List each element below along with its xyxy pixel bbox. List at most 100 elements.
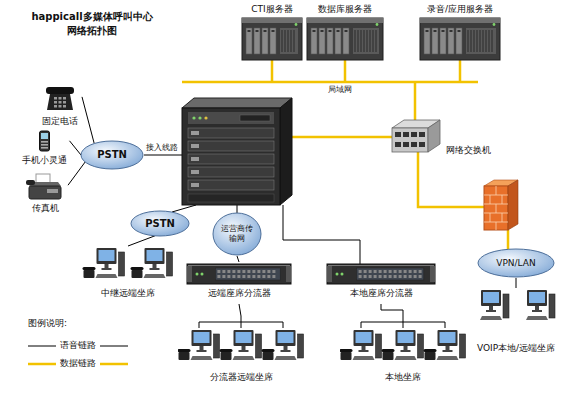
rack-icon-part (232, 270, 235, 273)
pcs-icon-part (398, 332, 414, 343)
server-icon-part (335, 28, 341, 54)
server-icon-part (376, 23, 379, 26)
server-icon-part (272, 30, 275, 32)
server-icon-part (373, 30, 374, 52)
rack-icon-part (419, 275, 422, 278)
server-icon-part (483, 30, 484, 52)
pcs-icon-part (356, 332, 372, 343)
pcs-icon-part (153, 264, 157, 268)
rack-icon-part (399, 275, 402, 278)
server-icon-part (291, 30, 292, 52)
rack-icon-part (379, 270, 382, 273)
rack-icon-part (404, 270, 407, 273)
rack-icon-part (409, 275, 412, 278)
pcs-icon-part (382, 349, 395, 352)
desk-icon-part (59, 97, 62, 100)
media-gateway-chassis-part (198, 116, 201, 119)
line-label-holder: 接入线路 (146, 143, 178, 153)
server-icon-part (450, 30, 453, 32)
node-label: 数据库服务器 (318, 4, 372, 15)
mobile-node: 手机小灵通 (19, 130, 70, 166)
pcs-icon-part (147, 250, 163, 261)
rack-icon-part (419, 270, 422, 273)
node-label: 录音/应用服务器 (427, 4, 493, 15)
media-gateway-chassis-part (240, 115, 270, 121)
pcs-icon-part (200, 346, 204, 350)
server-icon-part (486, 30, 487, 52)
switch-icon-part (403, 132, 409, 137)
pcs-icon-part (481, 290, 501, 306)
data-links-part (507, 230, 510, 251)
pcs-icon-part (486, 310, 496, 312)
rack-icon-part (222, 270, 225, 273)
node-label: CTI服务器 (251, 4, 292, 15)
mobile-icon-part (41, 133, 48, 139)
rack-icon-part (242, 275, 245, 278)
pcs-icon-part (438, 330, 458, 346)
legend-samples-part (28, 363, 56, 366)
media-gateway-chassis-part (191, 144, 199, 148)
firewall-icon-part-part (490, 195, 491, 204)
server-icon-part (420, 18, 500, 23)
server-icon-part (424, 28, 430, 54)
pcs-icon-part (192, 330, 212, 346)
desk-icon-part (59, 101, 62, 104)
desk-icon-part (59, 105, 62, 108)
rack-icon-part (257, 270, 260, 273)
pcs-icon-part (96, 274, 118, 278)
data-links-part (414, 82, 417, 121)
rack-icon-part (257, 275, 260, 278)
rack-icon-part (341, 273, 344, 276)
pcs-icon-part (503, 294, 509, 318)
rack-icon-part (272, 275, 275, 278)
node-label: 本地坐席 (385, 372, 421, 383)
rack-icon-part (267, 270, 270, 273)
pcs-icon-part (403, 316, 404, 322)
desk-icon-part (63, 97, 66, 100)
pcs-icon-part (236, 332, 252, 343)
rack-icon-part (327, 266, 332, 282)
server-icon-part (426, 30, 429, 32)
data-links-part (271, 60, 274, 82)
diagram-title: happicall多媒体呼叫中心 网络拓扑图 (22, 10, 162, 38)
rack-icon-part (187, 266, 192, 282)
pcs-icon-part (425, 352, 436, 360)
fax-icon-part (29, 186, 61, 199)
pcs-icon-part (275, 356, 297, 360)
rack-icon-part (247, 275, 250, 278)
firewall-icon-part-part (496, 186, 497, 195)
pcs-icon-part (199, 322, 200, 328)
server-icon-part (376, 30, 377, 52)
server-icon-part (270, 28, 276, 54)
node-label: 中继远端坐席 (101, 288, 155, 299)
pcs-icon-part (278, 332, 294, 343)
server-icon-part (329, 30, 332, 32)
pcs-icon-part (362, 346, 366, 350)
voice-links-part (172, 205, 196, 212)
rack-icon-part (201, 273, 204, 276)
pcs-icon-part (443, 350, 453, 352)
oval-icon-part (131, 211, 189, 236)
server-node: 录音/应用服务器 (418, 4, 502, 62)
legend-samples-part (100, 346, 128, 347)
oval-icon-part (81, 141, 143, 169)
node-label: VPN/LAN (496, 258, 535, 269)
server-icon-part (367, 30, 368, 52)
rack-icon-part (327, 264, 435, 284)
server-icon-part (295, 23, 298, 26)
rack-icon-part (359, 270, 362, 273)
pcs-icon-part (220, 349, 233, 352)
firewall-icon-part-part (502, 195, 503, 204)
pcs-icon-part (396, 330, 416, 346)
pcs-icon-part (221, 352, 232, 360)
server-icon-part (358, 30, 359, 52)
pcs-icon-part (480, 316, 502, 320)
pcs-icon-part (119, 252, 125, 276)
desk-icon-part (63, 101, 66, 104)
firewall-icon (484, 180, 518, 230)
pcs-icon-part (83, 267, 96, 270)
mobile-icon-part (41, 147, 48, 149)
rack-icon-part (262, 270, 265, 273)
server-icon-part (254, 28, 260, 54)
